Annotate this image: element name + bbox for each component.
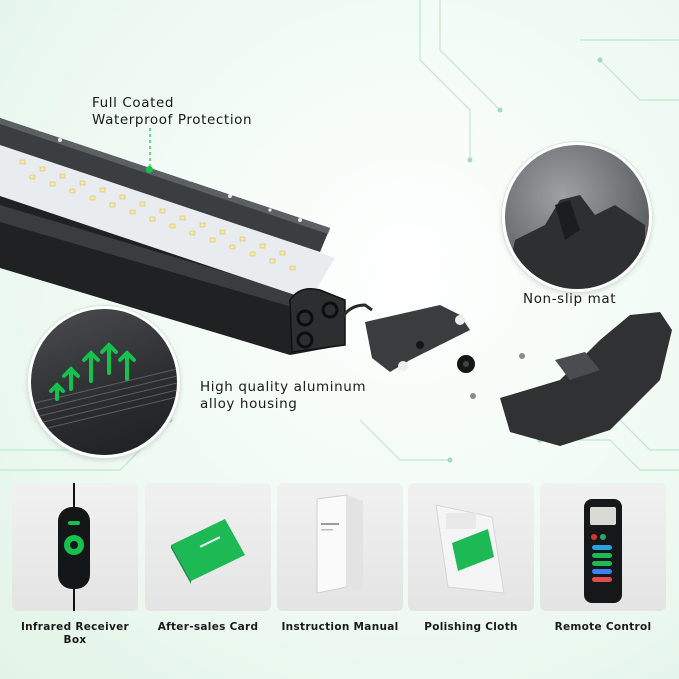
- manual-icon: [316, 494, 363, 594]
- card-icon: [171, 519, 245, 584]
- aluminum-callout-line1: High quality aluminum: [200, 379, 367, 395]
- accessory-card-remote: [540, 483, 666, 611]
- receiver-box-icon: [58, 483, 90, 611]
- accessory-card-cloth: [408, 483, 534, 611]
- nonslip-callout: Non-slip mat: [523, 291, 616, 308]
- light-bar-illustration: [0, 118, 672, 446]
- nonslip-callout-line1: Non-slip mat: [523, 291, 617, 307]
- caption-remote: Remote Control: [535, 621, 671, 634]
- waterproof-callout-line2: Waterproof Protection: [92, 112, 253, 128]
- caption-manual-label: Instruction Manual: [281, 621, 399, 633]
- waterproof-marker-dot: [146, 166, 153, 173]
- caption-aftersales-label: After-sales Card: [157, 621, 259, 633]
- caption-aftersales: After-sales Card: [140, 621, 276, 634]
- waterproof-callout-line1: Full Coated: [92, 95, 175, 111]
- caption-receiver-line1: Infrared Receiver: [20, 621, 130, 633]
- aluminum-callout-line2: alloy housing: [200, 396, 298, 412]
- remote-icon: [584, 499, 622, 603]
- accessory-card-manual: [277, 483, 403, 611]
- aluminum-detail-zoom: [28, 306, 180, 458]
- foot-detail-zoom: [502, 142, 652, 292]
- caption-receiver-line2: Box: [63, 634, 87, 646]
- caption-cloth-label: Polishing Cloth: [424, 621, 518, 633]
- accessory-card-receiver: [12, 483, 138, 611]
- heat-arrow-icons: [49, 342, 136, 401]
- waterproof-callout: Full Coated Waterproof Protection: [92, 95, 252, 129]
- aluminum-callout: High quality aluminum alloy housing: [200, 379, 366, 413]
- caption-receiver: Infrared Receiver Box: [7, 621, 143, 647]
- caption-remote-label: Remote Control: [554, 621, 652, 633]
- accessory-card-aftersales: [145, 483, 271, 611]
- waterproof-leader-line: [149, 128, 151, 168]
- caption-manual: Instruction Manual: [272, 621, 408, 634]
- caption-cloth: Polishing Cloth: [403, 621, 539, 634]
- cloth-icon: [435, 504, 505, 594]
